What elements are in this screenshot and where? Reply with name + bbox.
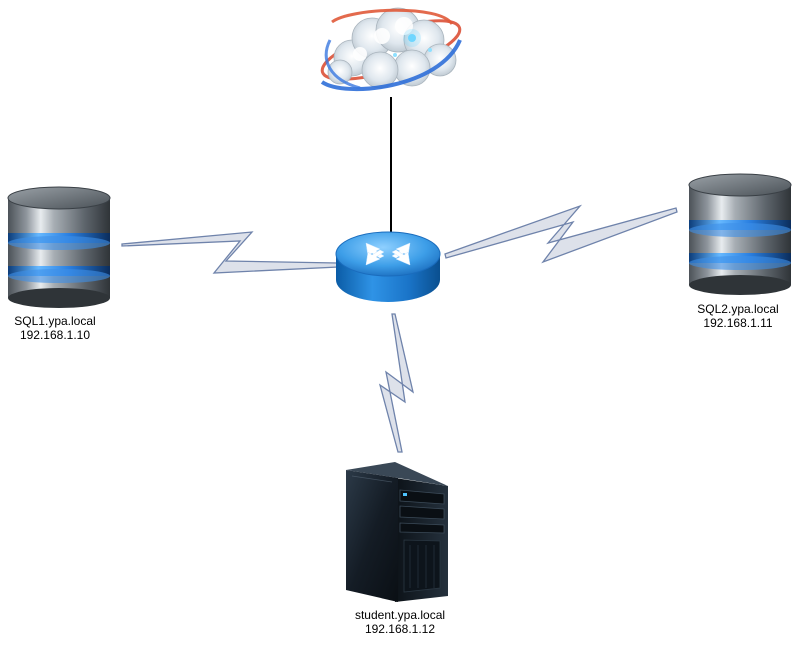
database-server-icon-sql1 xyxy=(7,186,111,308)
link-sql2-router xyxy=(444,204,678,264)
student-ip: 192.168.1.12 xyxy=(364,622,436,636)
router-icon xyxy=(335,231,441,302)
sql1-hostname: SQL1.ypa.local xyxy=(14,314,96,328)
cloud-globe-icon xyxy=(320,7,462,92)
sql1-label: SQL1.ypa.local 192.168.1.10 xyxy=(0,314,110,342)
link-student-router xyxy=(378,313,415,453)
sql2-ip: 192.168.1.11 xyxy=(703,316,773,330)
student-hostname: student.ypa.local xyxy=(354,608,446,622)
database-server-icon-sql2 xyxy=(688,173,792,295)
sql1-ip: 192.168.1.10 xyxy=(19,328,91,342)
sql2-hostname: SQL2.ypa.local xyxy=(697,302,779,316)
student-label: student.ypa.local 192.168.1.12 xyxy=(335,608,465,636)
tower-server-icon xyxy=(346,462,448,602)
sql2-label: SQL2.ypa.local 192.168.1.11 xyxy=(683,302,793,330)
link-sql1-router xyxy=(121,231,339,274)
